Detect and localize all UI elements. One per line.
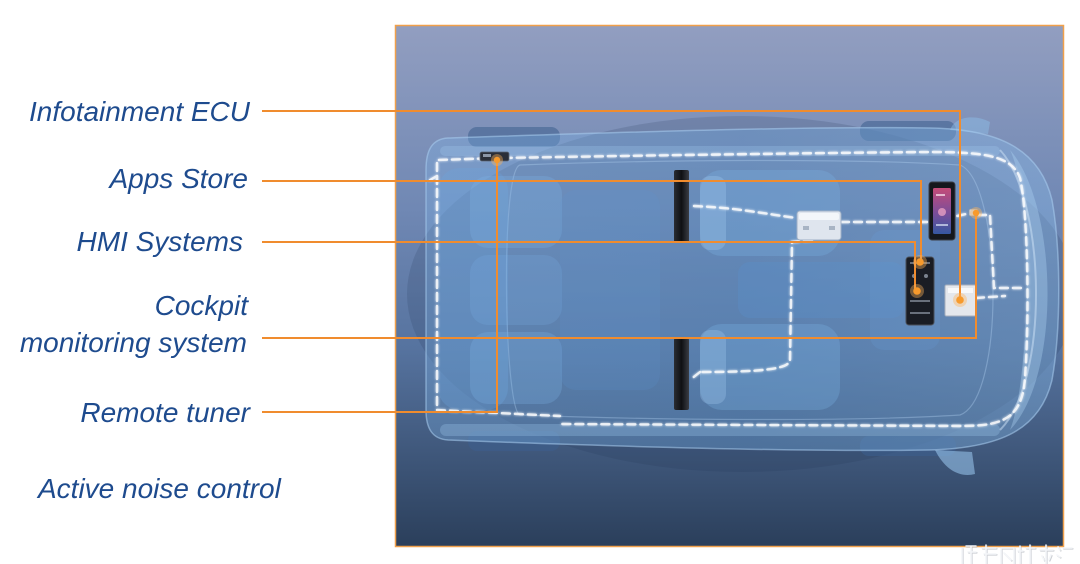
connection-dot-cockpit-monitoring [970, 207, 982, 219]
car-body [425, 126, 1060, 452]
label-hmi-systems: HMI Systems [76, 226, 243, 257]
leader-line-remote-tuner [262, 160, 498, 413]
label-apps-store: Apps Store [109, 163, 248, 194]
connection-dot-hmi-systems [910, 284, 924, 298]
car-hood [1010, 150, 1048, 430]
label-cockpit-monitoring-line-2: monitoring system [19, 327, 247, 358]
label-active-noise-control: Active noise control [38, 473, 281, 504]
rear-seat-center [470, 255, 562, 325]
rear-display-top [674, 170, 689, 243]
rear-seat-right [470, 332, 562, 404]
label-remote-tuner: Remote tuner [80, 397, 250, 428]
leader-line-infotainment-ecu [262, 110, 961, 300]
leader-line-cockpit-monitoring [262, 213, 977, 339]
connection-dot-apps-store [913, 255, 927, 269]
mirror-bottom [935, 450, 975, 475]
leader-line-hmi-systems [262, 241, 916, 291]
leader-line-apps-store [262, 180, 922, 262]
car-top-view [407, 116, 1063, 475]
label-infotainment-ecu: Infotainment ECU [29, 96, 250, 127]
label-cockpit-monitoring-line-1: Cockpit [154, 290, 248, 321]
connection-dot-infotainment-ecu [953, 293, 967, 307]
connection-dot-remote-tuner [491, 154, 503, 166]
center-console [738, 262, 904, 318]
watermark [961, 544, 1074, 564]
center-module-box [796, 210, 842, 241]
rear-seat-left [470, 176, 562, 248]
rear-display-bottom [674, 338, 689, 410]
central-display [928, 181, 956, 241]
front-seat-bottom [700, 324, 840, 410]
rear-bench [438, 168, 508, 410]
